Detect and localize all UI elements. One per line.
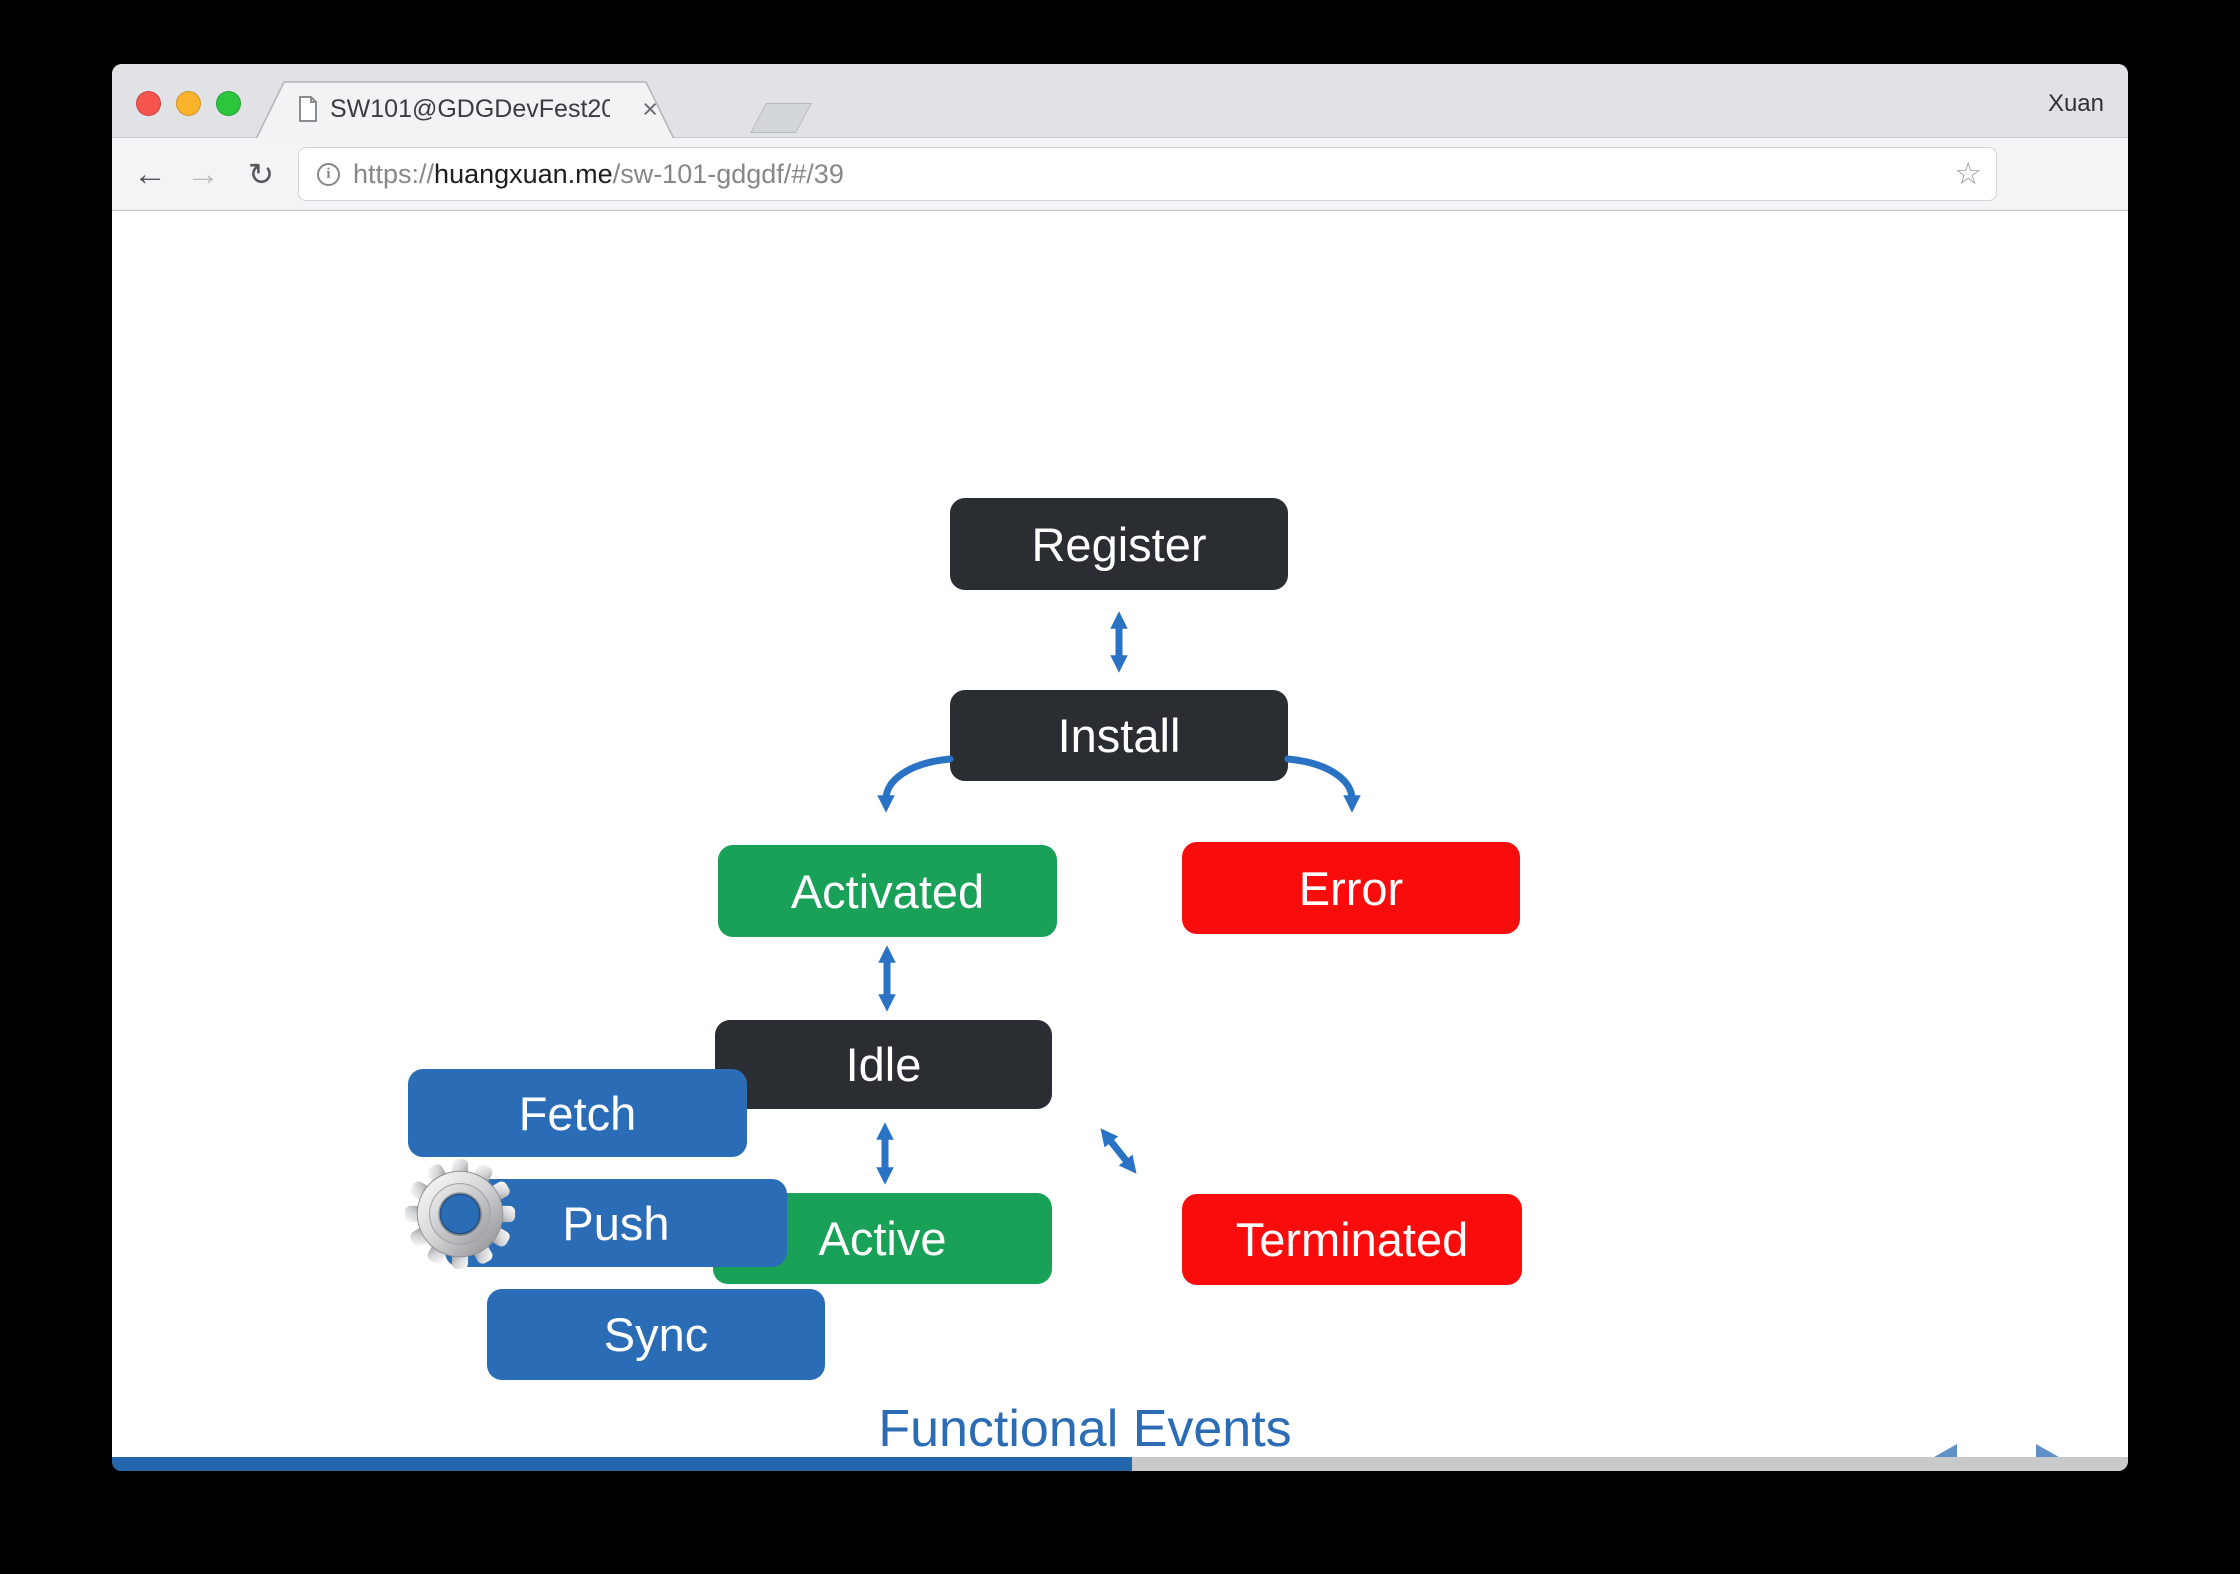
- forward-button[interactable]: →: [186, 155, 220, 193]
- url-scheme: https://: [353, 158, 435, 189]
- profile-name: Xuan: [2047, 90, 2104, 117]
- slide-progress-track: [112, 1457, 2128, 1471]
- node-error: Error: [1182, 842, 1520, 934]
- node-register: Register: [950, 498, 1288, 590]
- page-favicon-icon: [299, 96, 317, 122]
- url-text: https://huangxuan.me/sw-101-gdgdf/#/39: [353, 159, 844, 190]
- url-host: huangxuan.me: [434, 158, 613, 189]
- browser-toolbar: ← → ↻ i https://huangxuan.me/sw-101-gdgd…: [112, 138, 2128, 275]
- tab-strip: SW101@GDGDevFest2016 - ( × Xuan: [112, 64, 2128, 140]
- node-fetch: Fetch: [408, 1069, 747, 1157]
- slide-content: Register Install Activated Error Idle Ac…: [112, 211, 2128, 1471]
- minimize-window-button[interactable]: [176, 91, 201, 116]
- gear-icon: [404, 1158, 516, 1270]
- slide-caption: Functional Events: [878, 1400, 1292, 1458]
- node-install: Install: [950, 690, 1288, 781]
- active-tab-shape[interactable]: [112, 64, 832, 140]
- node-activated: Activated: [718, 845, 1057, 937]
- node-terminated: Terminated: [1182, 1194, 1522, 1285]
- arrow-install-activated: [877, 755, 954, 813]
- active-tab[interactable]: SW101@GDGDevFest2016 - ( ×: [284, 80, 674, 138]
- node-sync: Sync: [487, 1289, 825, 1380]
- fullscreen-window-button[interactable]: [216, 91, 241, 116]
- address-bar[interactable]: i https://huangxuan.me/sw-101-gdgdf/#/39…: [298, 147, 1997, 201]
- progress-bar-fill: [112, 1457, 1133, 1471]
- arrow-install-error: [1284, 755, 1361, 813]
- page-info-icon[interactable]: i: [317, 162, 340, 186]
- reload-button[interactable]: ↻: [248, 156, 274, 192]
- close-window-button[interactable]: [136, 91, 161, 116]
- tab-close-icon[interactable]: ×: [642, 93, 658, 124]
- node-idle: Idle: [715, 1020, 1052, 1109]
- back-button[interactable]: ←: [133, 155, 167, 193]
- bookmark-star-icon[interactable]: ☆: [1954, 156, 1982, 191]
- url-path: /sw-101-gdgdf/#/39: [612, 158, 844, 189]
- tab-title: SW101@GDGDevFest2016 - (: [330, 94, 610, 123]
- browser-window: SW101@GDGDevFest2016 - ( × Xuan ← → ↻ i …: [112, 64, 2128, 1471]
- arrow-idle-terminated: [1100, 1128, 1137, 1174]
